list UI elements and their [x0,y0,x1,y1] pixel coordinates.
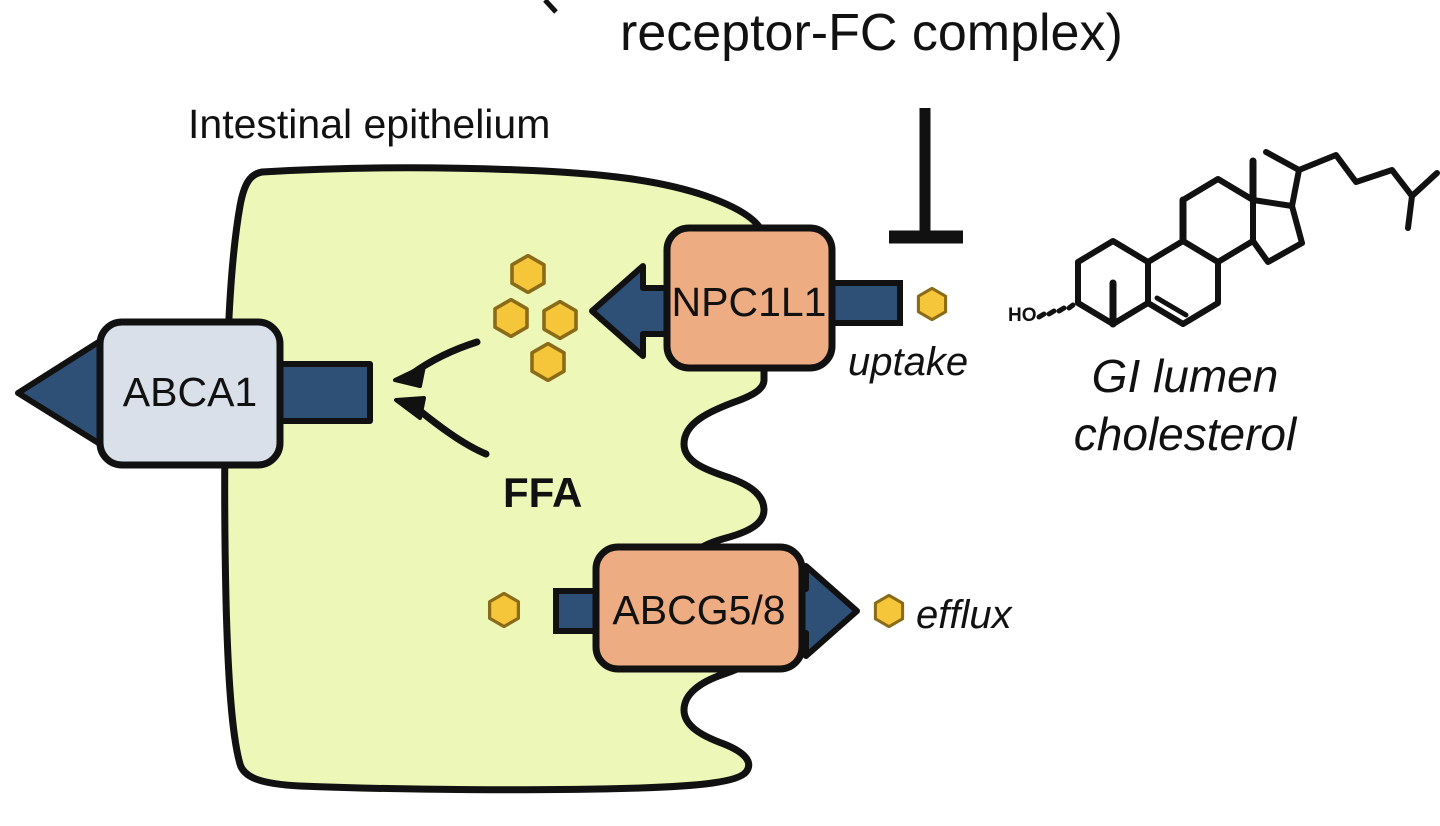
inhibition-tbar-icon [889,108,963,244]
steroid-ring-b [1145,238,1221,327]
gi-lumen-label-line1: GI lumen [1092,350,1279,402]
abcg58-transporter[interactable]: ABCG5/8 [553,543,860,673]
gi-lumen-label-line2: cholesterol [1074,408,1298,460]
uptake-label: uptake [848,340,968,384]
efflux-label: efflux [916,593,1014,637]
epithelium-label: Intestinal epithelium [188,101,550,147]
side-chain-methyl-c26 [1409,170,1440,199]
abca1-box[interactable] [96,318,284,469]
cholesterol-hexagon [493,298,529,338]
hydroxyl-label: HO [1008,305,1037,326]
side-chain-methyl-c21 [1263,149,1302,173]
abca1-transporter[interactable]: ABCA1 [15,318,373,469]
abcg58-label: ABCG5/8 [612,587,785,633]
efflux-cholesterol-hexagon [873,594,905,628]
ffa-arrow-lower-head [394,396,426,420]
luminal-cholesterol-hexagon [916,287,948,321]
npc1l1-label: NPC1L1 [672,279,827,325]
cholesterol-hexagon [542,300,578,340]
side-chain-methyl-c27 [1405,193,1415,231]
npc1l1-box[interactable] [663,224,836,372]
figure-title-text: receptor-FC complex) [620,4,1123,62]
npc1l1-transporter[interactable]: NPC1L1 [589,224,903,372]
cholesterol-hexagon [530,342,566,382]
ffa-arrow-upper-head [393,364,426,388]
double-bond-c5-c6 [1154,295,1189,318]
cholesterol-hexagon [510,254,546,294]
steroid-ring-d [1250,197,1305,265]
apical-cholesterol-hexagon [487,592,521,628]
clipped-title-stroke [543,0,558,14]
cholesterol-structure-icon [1036,149,1440,328]
abca1-label: ABCA1 [123,369,257,415]
figure-title: receptor-FC complex) [543,0,1123,62]
ffa-label: FFA [503,469,582,516]
abcg58-box[interactable] [592,543,806,673]
hydroxyl-hashed-bond [1036,302,1076,320]
cholesterol-side-chain [1289,152,1415,209]
